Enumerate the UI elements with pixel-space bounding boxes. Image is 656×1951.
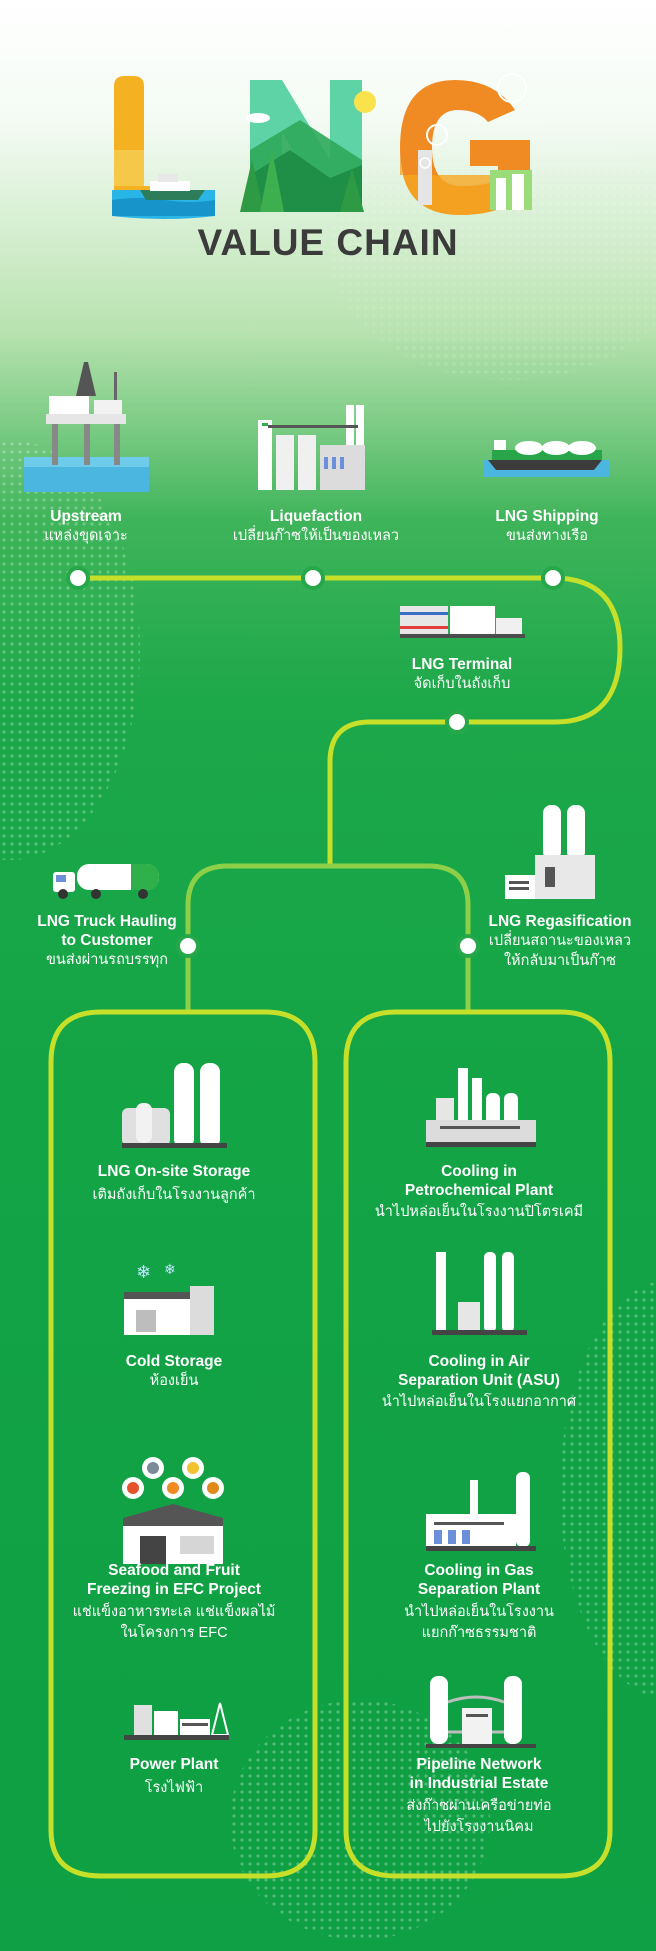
right-item-title-line2: in Industrial Estate — [409, 1775, 549, 1792]
right-item-title-line1: Cooling in Air — [428, 1353, 530, 1370]
offshore-platform-icon — [24, 362, 149, 492]
right-item-gas-separation: Cooling in Gas Separation Plant นำไปหล่อ… — [352, 1561, 606, 1644]
right-item-subtitle-line1: นำไปหล่อเย็นในโรงแยกอากาศ — [381, 1394, 577, 1410]
left-item-seafood-fruit: Seafood and Fruit Freezing in EFC Projec… — [56, 1561, 292, 1644]
flow-node-upstream — [66, 566, 90, 590]
stage-upstream-subtitle: แหล่งขุดเจาะ — [44, 528, 128, 544]
left-column-frame — [48, 1009, 318, 1879]
stage-terminal-subtitle: จัดเก็บในถังเก็บ — [413, 676, 511, 692]
left-item-power-plant: Power Plant โรงไฟฟ้า — [56, 1755, 292, 1799]
stage-shipping-label: LNG Shipping ขนส่งทางเรือ — [476, 507, 618, 547]
right-item-subtitle-line1: นำไปหล่อเย็นในโรงงาน — [404, 1604, 554, 1620]
petrochemical-plant-icon — [426, 1068, 536, 1147]
left-item-cold-storage: Cold Storage ห้องเย็น — [56, 1352, 292, 1392]
letter-g-graphic — [400, 73, 532, 215]
right-item-title-line1: Cooling in — [441, 1163, 517, 1180]
flow-node-terminal — [445, 710, 469, 734]
left-item-title-line1: LNG On-site Storage — [97, 1163, 251, 1180]
stage-regasification-subtitle-line2: ให้กลับมาเป็นก๊าซ — [503, 953, 617, 969]
stage-shipping-title: LNG Shipping — [495, 508, 599, 525]
right-item-subtitle-line2: ไปยังโรงงานนิคม — [424, 1819, 534, 1835]
flow-line-top — [75, 575, 623, 869]
left-item-subtitle-line1: ห้องเย็น — [149, 1373, 199, 1389]
stage-terminal-title: LNG Terminal — [411, 656, 513, 673]
letter-n-graphic — [240, 80, 376, 212]
lng-truck-icon — [53, 864, 159, 899]
lng-terminal-icon — [400, 606, 525, 638]
power-plant-icon — [124, 1702, 230, 1740]
value-chain-title: VALUE CHAIN — [197, 222, 459, 263]
stage-liquefaction-subtitle: เปลี่ยนก๊าซให้เป็นของเหลว — [232, 528, 400, 544]
left-item-title-line1: Cold Storage — [125, 1353, 223, 1370]
right-item-subtitle-line2: แยกก๊าซธรรมชาติ — [421, 1625, 537, 1641]
lng-title-graphic: L N G — [112, 73, 532, 219]
stage-regasification-label: LNG Regasification เปลี่ยนสถานะของเหลว ใ… — [470, 912, 650, 970]
lng-ship-icon — [484, 440, 609, 477]
left-item-title-line2: Freezing in EFC Project — [87, 1581, 261, 1598]
seafood-fruit-freezing-icon — [122, 1457, 224, 1564]
left-item-subtitle-line1: เติมถังเก็บในโรงงานลูกค้า — [92, 1187, 256, 1203]
stage-regasification-subtitle-line1: เปลี่ยนสถานะของเหลว — [488, 933, 632, 949]
left-item-onsite-storage: LNG On-site Storage เติมถังเก็บในโรงงานล… — [56, 1162, 292, 1206]
stage-upstream-title: Upstream — [50, 508, 122, 525]
svg-text:❄: ❄ — [136, 1262, 151, 1283]
stage-truck-title-line1: LNG Truck Hauling — [37, 913, 177, 930]
right-column-frame — [343, 1009, 613, 1879]
stage-regasification-title: LNG Regasification — [488, 913, 632, 930]
right-item-title-line1: Cooling in Gas — [424, 1562, 534, 1579]
letter-l-graphic — [112, 76, 215, 219]
air-separation-unit-icon — [432, 1252, 527, 1335]
flow-node-truck — [176, 934, 200, 958]
svg-text:❄: ❄ — [164, 1262, 176, 1278]
left-item-title-line1: Power Plant — [129, 1756, 219, 1773]
liquefaction-plant-icon — [258, 405, 365, 490]
pipeline-network-icon — [426, 1676, 536, 1748]
left-item-title-line1: Seafood and Fruit — [108, 1562, 240, 1579]
stage-liquefaction-title: Liquefaction — [269, 508, 363, 525]
right-item-subtitle-line1: ส่งก๊าซผ่านเครือข่ายท่อ — [406, 1798, 552, 1814]
left-item-subtitle-line1: โรงไฟฟ้า — [144, 1780, 204, 1796]
right-item-title-line2: Separation Unit (ASU) — [398, 1372, 560, 1389]
stage-truck-title-line2: to Customer — [61, 932, 153, 949]
stage-terminal-label: LNG Terminal จัดเก็บในถังเก็บ — [372, 655, 552, 695]
right-item-petrochemical: Cooling in Petrochemical Plant นำไปหล่อเ… — [352, 1162, 606, 1223]
onsite-storage-tanks-icon — [122, 1063, 227, 1148]
flow-node-shipping — [541, 566, 565, 590]
right-item-asu: Cooling in Air Separation Unit (ASU) นำไ… — [352, 1352, 606, 1413]
gas-separation-plant-icon — [426, 1472, 536, 1551]
flow-node-regasification — [456, 934, 480, 958]
stage-upstream-label: Upstream แหล่งขุดเจาะ — [8, 507, 164, 547]
regasification-plant-icon — [505, 805, 595, 899]
left-item-subtitle-line2: ในโครงการ EFC — [120, 1625, 228, 1641]
flow-line-split — [185, 863, 471, 1013]
right-item-title-line2: Separation Plant — [417, 1581, 541, 1598]
left-item-subtitle-line1: แช่แข็งอาหารทะเล แช่แข็งผลไม้ — [72, 1604, 276, 1620]
right-item-title-line2: Petrochemical Plant — [404, 1182, 554, 1199]
stage-shipping-subtitle: ขนส่งทางเรือ — [506, 528, 588, 544]
stage-truck-label: LNG Truck Hauling to Customer ขนส่งผ่านร… — [14, 912, 200, 971]
right-item-pipeline: Pipeline Network in Industrial Estate ส่… — [352, 1755, 606, 1838]
right-item-title-line1: Pipeline Network — [416, 1756, 542, 1773]
cold-storage-icon: ❄ ❄ — [124, 1262, 214, 1335]
stage-truck-subtitle: ขนส่งผ่านรถบรรทุก — [46, 952, 168, 968]
stage-liquefaction-label: Liquefaction เปลี่ยนก๊าซให้เป็นของเหลว — [216, 507, 416, 547]
right-item-subtitle-line1: นำไปหล่อเย็นในโรงงานปิโตรเคมี — [374, 1204, 584, 1220]
flow-node-liquefaction — [301, 566, 325, 590]
